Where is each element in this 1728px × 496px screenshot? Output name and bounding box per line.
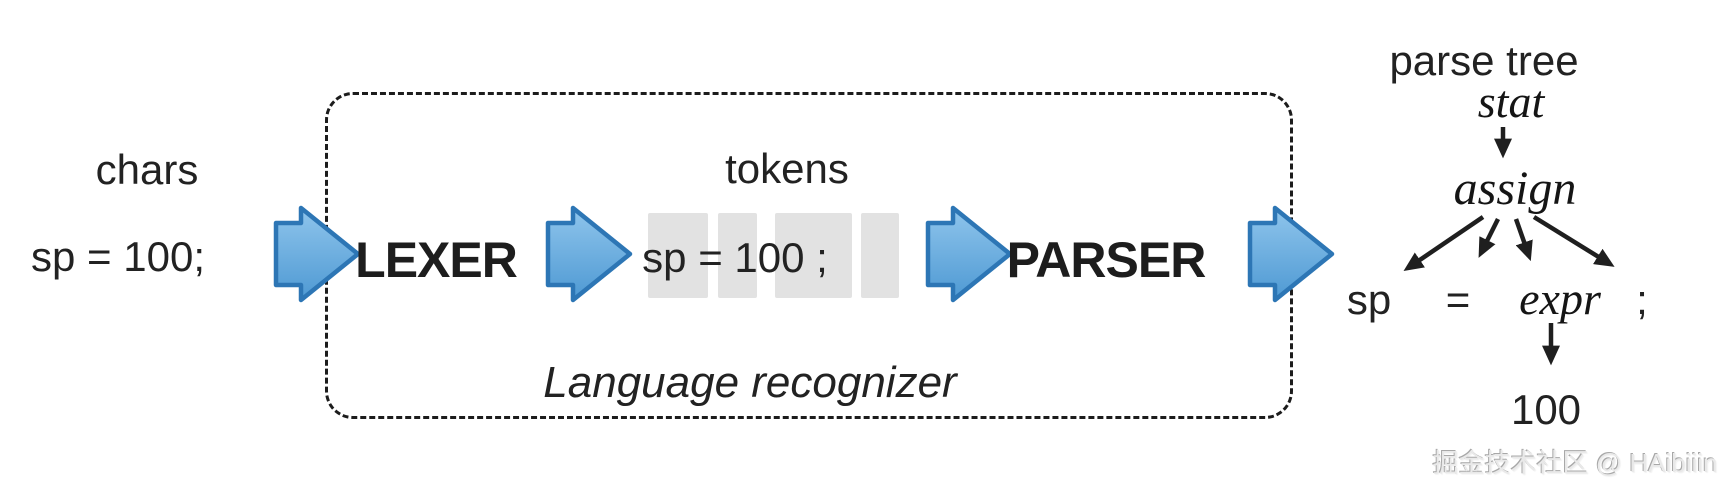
chars-label: chars [95,146,199,193]
tree-leaf-semi: ; [1636,276,1648,323]
tree-node-assign: assign [1453,162,1577,215]
flow-arrow-icon [1247,205,1335,303]
watermark: 掘金技术社区 @ HAibiiin [1432,448,1718,478]
tree-leaf-value: 100 [1510,386,1582,433]
tree-node-expr: expr [1519,273,1601,324]
parse-tree-title: parse tree [1389,37,1579,84]
tree-node-stat: stat [1477,76,1545,127]
token-box [648,213,708,298]
token-box [775,213,852,298]
tokens-label: tokens [725,145,849,192]
token-box [718,213,757,298]
token-box [861,213,899,298]
flow-arrow-icon [273,205,361,303]
lexer-label: LEXER [355,232,518,288]
tree-edges-icon [1403,127,1615,366]
tokens-value: sp = 100 ; [642,234,828,281]
chars-value: sp = 100; [31,233,205,280]
parser-label: PARSER [1006,232,1207,288]
tree-leaf-sp: sp [1346,276,1392,323]
flow-arrow-icon [925,205,1013,303]
language-recognizer-label: Language recognizer [543,358,957,407]
flow-arrow-icon [545,205,633,303]
tree-leaf-eq: = [1445,276,1471,323]
